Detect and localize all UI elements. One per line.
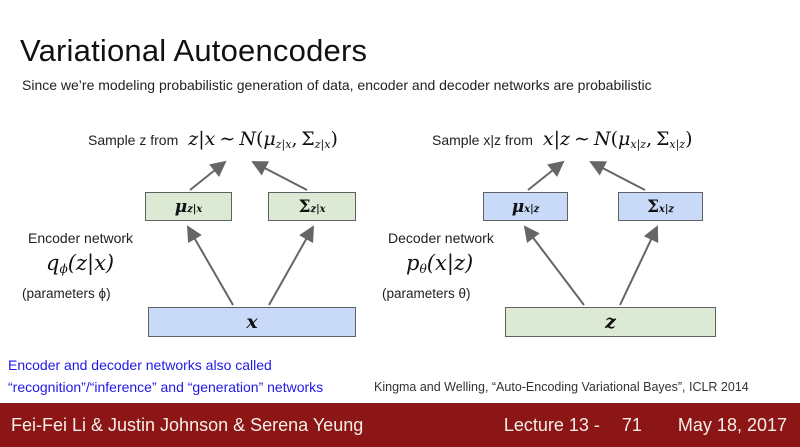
arrow-x-to-mu-icon (187, 225, 234, 306)
footnote-text: Encoder and decoder networks also called… (8, 354, 323, 398)
encoder-distribution-formula: z|x∼N(μz|x, Σz|x) (188, 128, 338, 152)
footer-slide-number: 71 (621, 414, 642, 435)
arrow-mu-zx-to-formula-icon (189, 160, 227, 191)
decoder-distribution-formula: x|z∼N(μx|z, Σx|z) (542, 128, 693, 152)
arrow-mu-xz-to-formula-icon (527, 160, 565, 191)
encoder-network-label: Encoder network (28, 230, 134, 246)
x-symbol: x (246, 311, 258, 333)
mu-subscript: z|x (187, 203, 203, 215)
footnote-line2: “recognition”/“inference” and “generatio… (8, 379, 324, 395)
arrow-z-to-mu-icon (523, 225, 585, 306)
decoder-network-formula: pθ(x|z) (406, 251, 474, 277)
footer-bar: Fei-Fei Li & Justin Johnson & Serena Yeu… (0, 403, 800, 447)
sigma-subscript: z|x (310, 203, 326, 215)
footer-lecture-label: Lecture 13 - (503, 414, 600, 435)
encoder-params-label: (parameters ϕ) (22, 286, 111, 301)
arrow-x-to-sigma-icon (268, 225, 314, 306)
arrow-sigma-xz-to-formula-icon (589, 161, 646, 191)
decoder-sample-row: Sample x|z from x|z∼N(μx|z, Σx|z) (432, 128, 693, 152)
decoder-sample-label: Sample x|z from (432, 132, 533, 148)
footer-authors: Fei-Fei Li & Justin Johnson & Serena Yeu… (11, 414, 364, 435)
encoder-input-box: x (148, 307, 356, 337)
footnote-line1: Encoder and decoder networks also called (8, 357, 272, 373)
slide-title: Variational Autoencoders (20, 32, 368, 68)
decoder-input-box: z (505, 307, 716, 337)
sigma-subscript: x|z (658, 203, 675, 215)
encoder-sample-label: Sample z from (88, 132, 179, 148)
encoder-network-formula: qϕ(z|x) (46, 251, 115, 277)
footer-right-group: Lecture 13 - 71 May 18, 2017 (504, 415, 787, 436)
mu-symbol: μ (511, 196, 525, 217)
mu-subscript: x|z (524, 203, 540, 215)
arrow-sigma-zx-to-formula-icon (251, 161, 308, 191)
sigma-symbol: Σ (646, 196, 659, 217)
encoder-sample-row: Sample z from z|x∼N(μz|x, Σz|x) (88, 128, 338, 152)
citation-text: Kingma and Welling, “Auto-Encoding Varia… (374, 380, 749, 394)
mu-symbol: μ (174, 196, 188, 217)
slide-subtitle: Since we’re modeling probabilistic gener… (22, 77, 652, 93)
z-symbol: z (605, 311, 616, 333)
decoder-params-label: (parameters θ) (382, 286, 471, 301)
arrow-z-to-sigma-icon (619, 225, 659, 306)
footer-date: May 18, 2017 (677, 414, 787, 435)
decoder-network-label: Decoder network (388, 230, 494, 246)
sigma-symbol: Σ (298, 196, 311, 217)
